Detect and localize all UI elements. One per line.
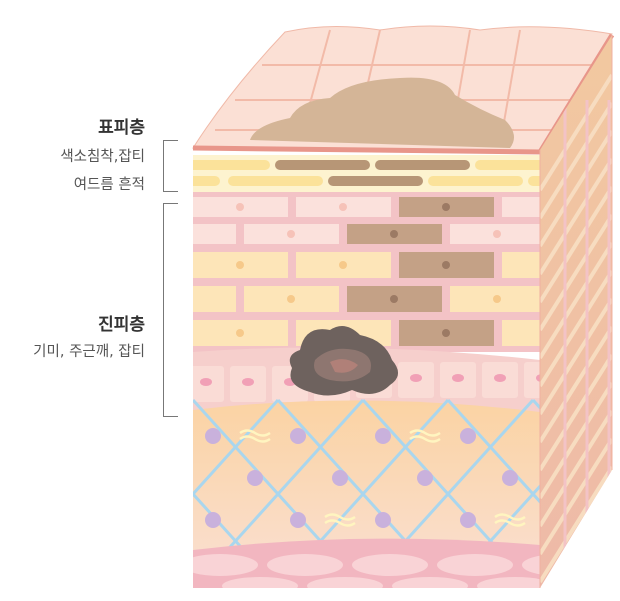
blemish-spot [289,326,399,396]
dermis-bracket [163,203,178,417]
dermis-title: 진피층 [98,315,145,335]
skin-cross-section [193,155,540,588]
fat-cells [193,554,540,588]
epidermis-title: 표피층 [98,118,145,138]
epidermis-desc-1: 색소침착,잡티 [60,149,145,165]
epidermis-desc-2: 여드름 흔적 [73,177,145,193]
surface-pigment-spot [250,77,514,148]
dermis-desc-1: 기미, 주근깨, 잡티 [33,344,145,360]
basal-layer-cells [193,197,540,346]
epidermis-cells [193,160,540,186]
skin-surface-top [192,25,615,155]
epidermis-bracket [163,140,178,192]
